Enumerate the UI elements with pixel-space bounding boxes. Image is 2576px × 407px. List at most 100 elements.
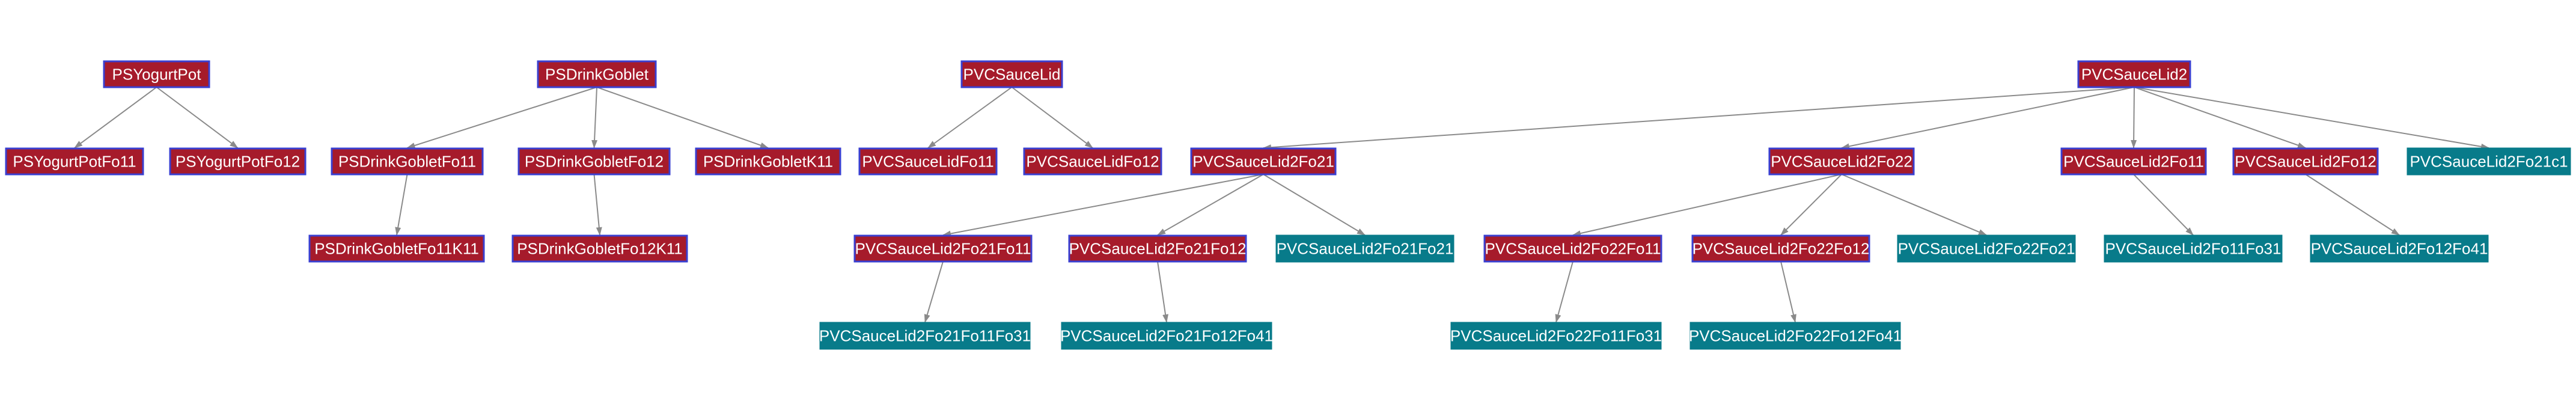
node-label: PVCSauceLidFo12	[1026, 153, 1159, 171]
node-pvcsauce-lid2-fo21-fo12-fo41[interactable]: PVCSauceLid2Fo21Fo12Fo41	[1060, 322, 1273, 350]
node-psdrink-goblet-fo11[interactable]: PSDrinkGobletFo11	[331, 147, 484, 176]
node-box	[2407, 147, 2571, 176]
edge-pvcsauce-lid2-fo22-fo12-to-pvcsauce-lid2-fo22-fo12-fo41	[1780, 261, 1796, 323]
node-label: PSDrinkGobletK11	[703, 153, 833, 171]
node-box	[695, 147, 841, 176]
node-pvcsauce-lid2-fo22-fo11-fo31[interactable]: PVCSauceLid2Fo22Fo11Fo31	[1450, 322, 1662, 350]
node-box	[960, 60, 1063, 88]
node-box	[331, 147, 484, 176]
node-psdrink-goblet-fo12-k11[interactable]: PSDrinkGobletFo12K11	[511, 234, 688, 263]
node-box	[1068, 234, 1247, 263]
node-label: PVCSauceLid2Fo22Fo21	[1898, 240, 2075, 258]
node-label: PSDrinkGobletFo11K11	[314, 240, 479, 258]
node-psyogurt-pot[interactable]: PSYogurtPot	[103, 60, 210, 88]
node-pvcsauce-lid2-fo22-fo12-fo41[interactable]: PVCSauceLid2Fo22Fo12Fo41	[1689, 322, 1902, 350]
node-pvcsauce-lid2-fo22-fo11[interactable]: PVCSauceLid2Fo22Fo11	[1483, 234, 1662, 263]
node-box	[1691, 234, 1870, 263]
edge-pvcsauce-lid2-fo21-fo11-to-pvcsauce-lid2-fo21-fo11-fo31	[924, 261, 944, 323]
node-pvcsauce-lid2-fo22-fo12[interactable]: PVCSauceLid2Fo22Fo12	[1691, 234, 1870, 263]
edge-pvcsauce-lid2-fo12-to-pvcsauce-lid2-fo12-fo41	[2305, 174, 2400, 236]
node-pvcsauce-lid2-fo22[interactable]: PVCSauceLid2Fo22	[1768, 147, 1915, 176]
node-label: PVCSauceLid	[963, 66, 1061, 84]
node-pvcsauce-lid2-fo21-fo12[interactable]: PVCSauceLid2Fo21Fo12	[1068, 234, 1247, 263]
node-label: PVCSauceLid2Fo21Fo12	[1069, 240, 1247, 258]
node-box	[1275, 234, 1454, 263]
node-pvcsauce-lid2-fo22-fo21[interactable]: PVCSauceLid2Fo22Fo21	[1897, 234, 2076, 263]
node-label: PVCSauceLid2Fo22Fo12	[1692, 240, 1870, 258]
node-box	[1450, 322, 1662, 350]
edge-pvcsauce-lid2-fo21-to-pvcsauce-lid2-fo21-fo12	[1157, 174, 1264, 236]
node-pvcsauce-lid2-fo11[interactable]: PVCSauceLid2Fo11	[2060, 147, 2207, 176]
node-pvcsauce-lid2-fo21-fo11-fo31[interactable]: PVCSauceLid2Fo21Fo11Fo31	[819, 322, 1031, 350]
node-pvcsauce-lid2-fo21c1[interactable]: PVCSauceLid2Fo21c1	[2407, 147, 2571, 176]
node-box	[1897, 234, 2076, 263]
edge-pvcsauce-lid-to-pvcsauce-lid-fo11	[927, 87, 1013, 148]
node-label: PVCSauceLid2Fo11Fo31	[2105, 240, 2281, 258]
node-label: PVCSauceLid2Fo21c1	[2410, 153, 2568, 171]
node-box	[1190, 147, 1337, 176]
edge-pvcsauce-lid2-to-pvcsauce-lid2-fo21	[1263, 87, 2135, 151]
node-label: PSYogurtPot	[112, 66, 202, 84]
node-box	[2232, 147, 2379, 176]
node-box	[169, 147, 307, 176]
node-label: PVCSauceLid2Fo21Fo11	[855, 240, 1031, 258]
edge-pvcsauce-lid2-fo22-to-pvcsauce-lid2-fo22-fo12	[1780, 174, 1842, 236]
node-box	[1768, 147, 1915, 176]
node-pvcsauce-lid2-fo12[interactable]: PVCSauceLid2Fo12	[2232, 147, 2379, 176]
node-box	[103, 60, 210, 88]
node-label: PVCSauceLid2Fo21Fo12Fo41	[1060, 327, 1273, 345]
node-label: PVCSauceLid2Fo22Fo12Fo41	[1689, 327, 1902, 345]
node-pvcsauce-lid2-fo21-fo21[interactable]: PVCSauceLid2Fo21Fo21	[1275, 234, 1454, 263]
node-pvcsauce-lid2-fo11-fo31[interactable]: PVCSauceLid2Fo11Fo31	[2104, 234, 2283, 263]
node-pvcsauce-lid-fo11[interactable]: PVCSauceLidFo11	[858, 147, 998, 176]
edge-pvcsauce-lid2-to-pvcsauce-lid2-fo21c1	[2134, 87, 2489, 150]
node-box	[1061, 322, 1272, 350]
node-label: PVCSauceLid2Fo22	[1771, 153, 1912, 171]
node-psyogurt-pot-fo11[interactable]: PSYogurtPotFo11	[5, 147, 144, 176]
node-pvcsauce-lid2-fo21-fo11[interactable]: PVCSauceLid2Fo21Fo11	[853, 234, 1033, 263]
node-box	[1483, 234, 1662, 263]
edge-layer	[74, 87, 2489, 323]
node-psyogurt-pot-fo12[interactable]: PSYogurtPotFo12	[169, 147, 307, 176]
edge-pvcsauce-lid2-fo22-to-pvcsauce-lid2-fo22-fo11	[1572, 174, 1842, 237]
node-label: PVCSauceLid2Fo21	[1192, 153, 1334, 171]
node-label: PVCSauceLid2Fo22Fo11	[1485, 240, 1661, 258]
edge-psdrink-goblet-fo12-to-psdrink-goblet-fo12-k11	[593, 174, 602, 236]
node-pvcsauce-lid2[interactable]: PVCSauceLid2	[2077, 60, 2191, 88]
edge-pvcsauce-lid2-fo11-to-pvcsauce-lid2-fo11-fo31	[2133, 174, 2194, 236]
node-box	[517, 147, 671, 176]
node-label: PVCSauceLid2Fo12Fo41	[2311, 240, 2488, 258]
edge-psdrink-goblet-to-psdrink-goblet-k11	[596, 87, 769, 148]
node-psdrink-goblet-fo12[interactable]: PSDrinkGobletFo12	[517, 147, 671, 176]
edge-pvcsauce-lid2-to-pvcsauce-lid2-fo22	[1841, 87, 2135, 150]
node-pvcsauce-lid-fo12[interactable]: PVCSauceLidFo12	[1023, 147, 1162, 176]
node-pvcsauce-lid[interactable]: PVCSauceLid	[960, 60, 1063, 88]
edge-pvcsauce-lid2-fo21-to-pvcsauce-lid2-fo21-fo11	[942, 174, 1264, 237]
node-box	[2077, 60, 2191, 88]
node-label: PVCSauceLidFo11	[862, 153, 993, 171]
node-box	[2104, 234, 2283, 263]
node-psdrink-goblet-fo11-k11[interactable]: PSDrinkGobletFo11K11	[308, 234, 485, 263]
node-box	[5, 147, 144, 176]
node-box	[819, 322, 1031, 350]
edge-pvcsauce-lid2-to-pvcsauce-lid2-fo12	[2134, 87, 2306, 148]
node-pvcsauce-lid2-fo12-fo41[interactable]: PVCSauceLid2Fo12Fo41	[2310, 234, 2489, 263]
node-label: PSDrinkGobletFo11	[338, 153, 476, 171]
node-psdrink-goblet-k11[interactable]: PSDrinkGobletK11	[695, 147, 841, 176]
node-label: PSYogurtPotFo12	[175, 153, 300, 171]
edge-psdrink-goblet-to-psdrink-goblet-fo12	[591, 87, 598, 148]
node-label: PVCSauceLid2Fo12	[2235, 153, 2376, 171]
node-pvcsauce-lid2-fo21[interactable]: PVCSauceLid2Fo21	[1190, 147, 1337, 176]
node-label: PVCSauceLid2	[2081, 66, 2187, 84]
edge-psyogurt-pot-to-psyogurt-pot-fo11	[74, 87, 157, 148]
node-label: PSDrinkGobletFo12K11	[517, 240, 683, 258]
node-box	[308, 234, 485, 263]
node-box	[1689, 322, 1901, 350]
edge-pvcsauce-lid2-fo22-to-pvcsauce-lid2-fo22-fo21	[1841, 174, 1987, 236]
node-box	[2060, 147, 2207, 176]
node-label: PSDrinkGobletFo12	[525, 153, 664, 171]
node-label: PVCSauceLid2Fo22Fo11Fo31	[1450, 327, 1662, 345]
edge-pvcsauce-lid-to-pvcsauce-lid-fo12	[1011, 87, 1093, 148]
node-psdrink-goblet[interactable]: PSDrinkGoblet	[537, 60, 657, 88]
node-box	[511, 234, 688, 263]
